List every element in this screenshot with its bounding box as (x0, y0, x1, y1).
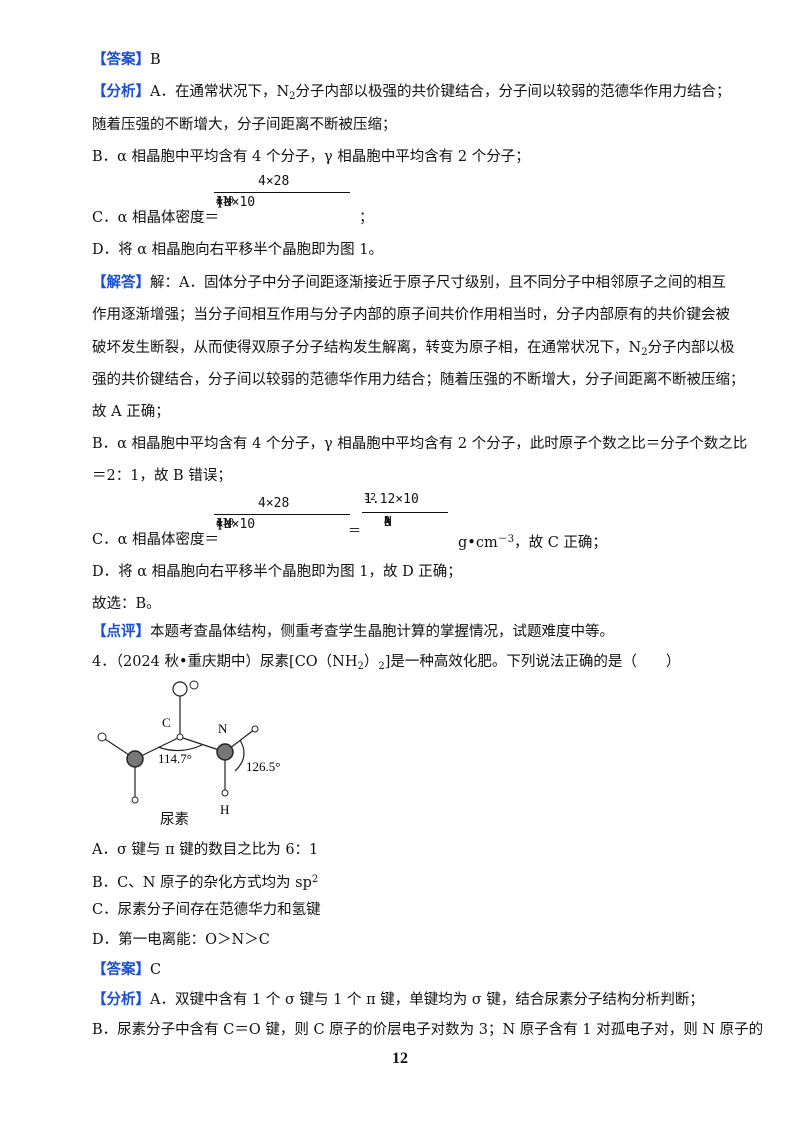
q4-option-a: A．σ 键与 π 键的数目之比为 6：1 (92, 842, 319, 858)
q4-stem: 4．（2024 秋•重庆期中）尿素[CO（NH2）2]是一种高效化肥。下列说法正… (92, 654, 681, 672)
q3-analysis-c: C．α 相晶体密度＝； (92, 210, 374, 226)
q3-answer-line: 【答案】B (92, 50, 161, 70)
q3-comment: 【点评】本题考查晶体结构，侧重考查学生晶胞计算的掌握情况，试题难度中等。 (92, 623, 614, 640)
angle-label-1: 114.7° (158, 751, 192, 766)
q3-solution-2: 作用逐渐增强；当分子间相互作用与分子内部的原子间共价作用相当时，分子内部原有的共… (92, 307, 730, 323)
fraction-bar (214, 192, 350, 193)
angle-arc-2 (234, 739, 245, 772)
equals-sign: ＝ (348, 524, 362, 539)
figure-caption: 尿素 (160, 812, 189, 828)
q4-option-b: B．C、N 原子的杂化方式均为 sp2 (92, 874, 319, 891)
comment-tag: 【点评】 (92, 623, 150, 640)
lone-pair-marker (189, 680, 199, 690)
q3-solution-3: 破坏发生断裂，从而使得双原子分子结构发生解离，转变为原子相，在通常状况下，N2分… (92, 340, 735, 358)
q4-answer-line: 【答案】C (92, 961, 162, 978)
hydrogen-atom (97, 732, 107, 742)
q4-analysis-b: B．尿素分子中含有 C＝O 键，则 C 原子的价层电子对数为 3；N 原子含有 … (92, 1022, 764, 1038)
nitrogen-atom-left (126, 750, 144, 768)
q3-analysis-d: D．将 α 相晶胞向右平移半个晶胞即为图 1。 (92, 242, 383, 258)
nitrogen-atom-right (216, 743, 234, 761)
carbon-atom (176, 733, 184, 741)
angle-arc-1 (157, 744, 203, 752)
q3-solution-6: B．α 相晶胞中平均含有 4 个分子，γ 相晶胞中平均含有 2 个分子，此时原子… (92, 436, 748, 452)
hydrogen-atom (221, 789, 229, 797)
q3-solution-5: 故 A 正确； (92, 404, 170, 420)
hydrogen-atom (131, 796, 139, 804)
hydrogen-atom (251, 725, 259, 733)
q3-solution-7: ＝2：1，故 B 错误； (92, 468, 232, 484)
urea-structure-diagram: C N H 114.7° 126.5° (97, 680, 280, 817)
answer-tag: 【答案】 (92, 51, 150, 68)
analysis-tag: 【分析】 (92, 83, 150, 100)
q3-analysis-a2: 随着压强的不断增大，分子间距离不断被压缩； (92, 117, 397, 133)
q3-analysis-a1: 【分析】A．在通常状况下，N2分子内部以极强的共价键结合，分子间以较弱的范德华作… (92, 83, 731, 102)
label-h: H (220, 802, 229, 817)
q3-answer: B (150, 52, 161, 68)
oxygen-atom (172, 681, 188, 697)
q3-solution-choice: 故选：B。 (92, 596, 161, 612)
q4-answer: C (150, 962, 162, 978)
q3-solution-c: C．α 相晶体密度＝ (92, 532, 219, 548)
label-c: C (162, 715, 171, 730)
q4-option-d: D．第一电离能：O＞N＞C (92, 932, 270, 948)
q3-solution-1: 【解答】解：A．固体分子中分子间距逐渐接近于原子尺寸级别，且不同分子中相邻原子之… (92, 274, 726, 291)
solution-tag: 【解答】 (92, 274, 150, 291)
q4-analysis-a: 【分析】A．双键中含有 1 个 σ 键与 1 个 π 键，单键均为 σ 键，结合… (92, 991, 704, 1008)
page-number: 12 (392, 1050, 408, 1067)
q3-solution-4: 强的共价键结合，分子间以较弱的范德华作用力结合；随着压强的不断增大，分子间距离不… (92, 372, 745, 388)
angle-label-2: 126.5° (246, 759, 280, 774)
q4-option-c: C．尿素分子间存在范德华力和氢键 (92, 902, 321, 918)
label-n: N (218, 721, 228, 736)
q3-solution-c-unit: g•cm－3，故 C 正确； (458, 534, 607, 551)
q3-solution-d: D．将 α 相晶胞向右平移半个晶胞即为图 1，故 D 正确； (92, 564, 462, 580)
q3-analysis-b: B．α 相晶胞中平均含有 4 个分子，γ 相晶胞中平均含有 2 个分子； (92, 149, 530, 165)
